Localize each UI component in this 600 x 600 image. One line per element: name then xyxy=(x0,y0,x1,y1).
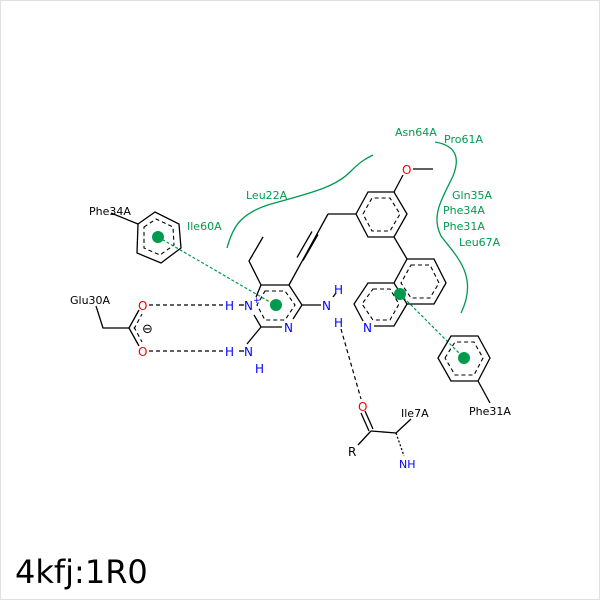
residue-label-phe34a: Phe34A xyxy=(443,204,485,217)
phe34a-ring xyxy=(110,211,182,264)
atom-h-right-top: H xyxy=(334,283,343,297)
residue-label-asn64a: Asn64A xyxy=(395,126,437,139)
pyrimidine-ring xyxy=(239,213,356,352)
residue-label-phe31a: Phe31A xyxy=(443,220,485,233)
atom-h-right-bottom: H xyxy=(334,316,343,330)
atom-nh-ile: NH xyxy=(399,458,416,471)
quinoline-ring xyxy=(353,258,447,327)
hbond-line xyxy=(340,328,362,400)
residue-label-leu67a: Leu67A xyxy=(459,236,501,249)
atom-n-plus: N xyxy=(244,299,253,313)
residue-label-glu30a: Glu30A xyxy=(70,294,111,307)
atom-n-amine-bottom: N xyxy=(244,345,253,359)
phe31a-ring xyxy=(437,335,491,404)
pi-center-dot xyxy=(458,352,470,364)
complex-title: 4kfj:1R0 xyxy=(15,553,148,591)
pi-stacking-line xyxy=(399,293,465,359)
glu30a-carboxylate xyxy=(95,305,143,347)
atom-n-quinoline: N xyxy=(363,321,372,335)
residue-label-ile60a: Ile60A xyxy=(187,220,222,233)
atom-n-ring: N xyxy=(284,321,293,335)
pi-stacking-line xyxy=(157,236,276,306)
atom-o-ile: O xyxy=(358,400,367,414)
pi-center-dot xyxy=(270,299,282,311)
residue-label-ile7a: Ile7A xyxy=(401,407,429,420)
atom-charge-minus: ⊖ xyxy=(142,322,153,337)
methoxyphenyl-ring xyxy=(355,168,433,260)
atom-h-nplus: H xyxy=(225,299,234,313)
atom-h-bottom: H xyxy=(255,362,264,376)
residue-label-phe34a-ring: Phe34A xyxy=(89,205,131,218)
atom-o-glu-top: O xyxy=(138,299,147,313)
atom-o-methoxy: O xyxy=(402,163,411,177)
residue-label-leu22a: Leu22A xyxy=(246,189,288,202)
atom-r-group: R xyxy=(348,445,356,459)
atom-h-bottom-left: H xyxy=(225,345,234,359)
residue-label-pro61a: Pro61A xyxy=(444,133,483,146)
atom-o-glu-bottom: O xyxy=(138,345,147,359)
hydrophobic-contour-right xyxy=(434,141,469,314)
residue-label-phe31a-ring: Phe31A xyxy=(469,405,511,418)
hydrophobic-contour-leu22 xyxy=(226,154,374,249)
residue-label-gln35a: Gln35A xyxy=(452,189,493,202)
atom-charge-plus: + xyxy=(253,296,261,306)
ile7a-backbone xyxy=(357,410,412,457)
atom-n-amine-right: N xyxy=(322,299,331,313)
